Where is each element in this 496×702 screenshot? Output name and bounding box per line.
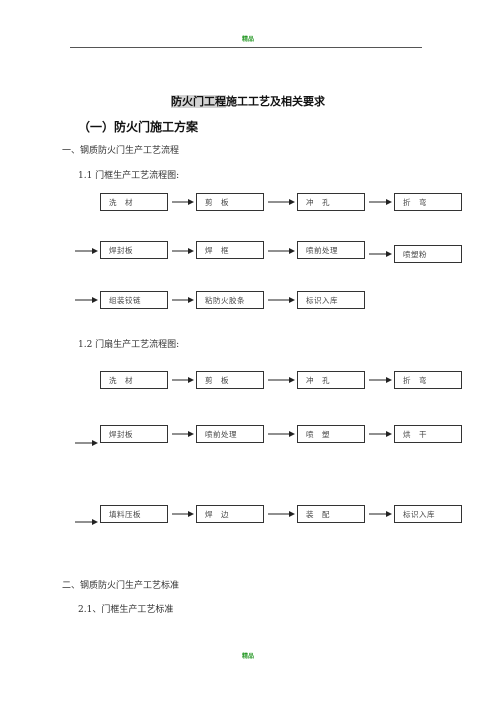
part1-heading: 一、钢质防火门生产工艺流程 [62,146,180,156]
document-title: 防火门工程施工工艺及相关要求 [0,93,496,109]
leaf-step-box: 烘 干 [394,425,462,443]
document-title-highlight: 防火门工程 [171,95,226,108]
leaf-step-box: 填料压板 [100,505,168,523]
leaf-step-box: 装 配 [297,505,365,523]
leaf-flow-heading: 1.2 门扇生产工艺流程图: [78,340,180,350]
page-header-label: 精品 [241,36,254,43]
frame-step-box: 喷塑粉 [394,245,462,263]
frame-step-box: 焊 框 [196,241,264,259]
document-title-rest: 施工工艺及相关要求 [226,95,325,108]
leaf-step-box: 折 弯 [394,371,462,389]
frame-flow-heading: 1.1 门框生产工艺流程图: [78,171,180,181]
sub21-heading: 2.1、门框生产工艺标准 [78,605,174,615]
header-divider [70,47,422,48]
frame-step-box: 洗 材 [100,193,168,211]
leaf-step-box: 冲 孔 [297,371,365,389]
frame-step-box: 冲 孔 [297,193,365,211]
leaf-step-box: 喷前处理 [196,425,264,443]
section-heading: （一）防火门施工方案 [78,120,199,134]
leaf-step-box: 焊 边 [196,505,264,523]
frame-step-box: 标识入库 [297,291,365,309]
part2-heading: 二、钢质防火门生产工艺标准 [62,581,180,591]
frame-step-box: 喷前处理 [297,241,365,259]
frame-step-box: 焊封板 [100,241,168,259]
leaf-step-box: 剪 板 [196,371,264,389]
leaf-step-box: 焊封板 [100,425,168,443]
leaf-step-box: 喷 塑 [297,425,365,443]
leaf-step-box: 洗 材 [100,371,168,389]
frame-step-box: 折 弯 [394,193,462,211]
page-footer-label: 精品 [241,653,254,660]
frame-step-box: 剪 板 [196,193,264,211]
frame-step-box: 组装铰链 [100,291,168,309]
leaf-step-box: 标识入库 [394,505,462,523]
frame-step-box: 粘防火胶条 [196,291,264,309]
